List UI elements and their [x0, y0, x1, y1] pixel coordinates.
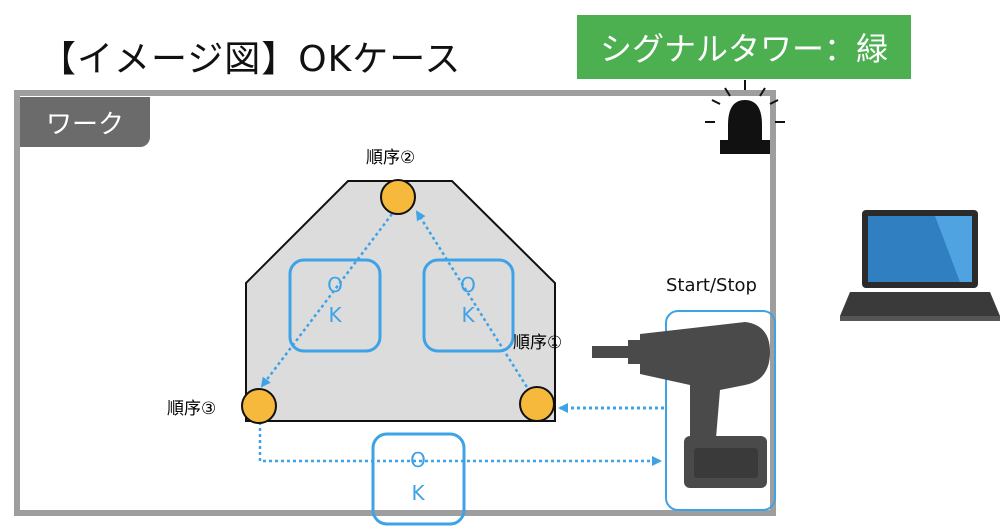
ok-box-bottom-line1: O — [410, 448, 426, 472]
ok-box-left: O K — [288, 258, 382, 353]
work-area-frame — [14, 90, 776, 516]
ok-box-right-line2: K — [461, 303, 475, 327]
ok-box-right: O K — [422, 258, 515, 353]
ok-box-left-line1: O — [327, 273, 343, 297]
laptop-icon — [840, 210, 1000, 321]
workpiece-shape — [245, 180, 556, 422]
page-title: 【イメージ図】OKケース — [40, 39, 462, 80]
point-3-label: 順序③ — [167, 399, 216, 419]
point-3 — [241, 388, 277, 424]
arrow-point3-to-tool — [258, 422, 662, 466]
impact-driver-icon — [592, 322, 770, 488]
point-1 — [519, 386, 555, 422]
signal-tower-status-label: シグナルタワー：緑 — [577, 15, 911, 79]
work-area-tag: ワーク — [20, 97, 150, 147]
ok-box-bottom: O K — [371, 432, 466, 526]
ok-box-bottom-line2: K — [411, 481, 425, 505]
ok-box-left-line2: K — [328, 303, 342, 327]
tool-outline — [665, 310, 776, 511]
tool-start-stop-label: Start/Stop — [666, 275, 757, 296]
point-1-label: 順序① — [513, 333, 562, 353]
signal-lamp-icon — [705, 80, 785, 154]
point-2-label: 順序② — [366, 148, 415, 168]
ok-box-right-line1: O — [460, 273, 476, 297]
point-2 — [380, 179, 416, 215]
